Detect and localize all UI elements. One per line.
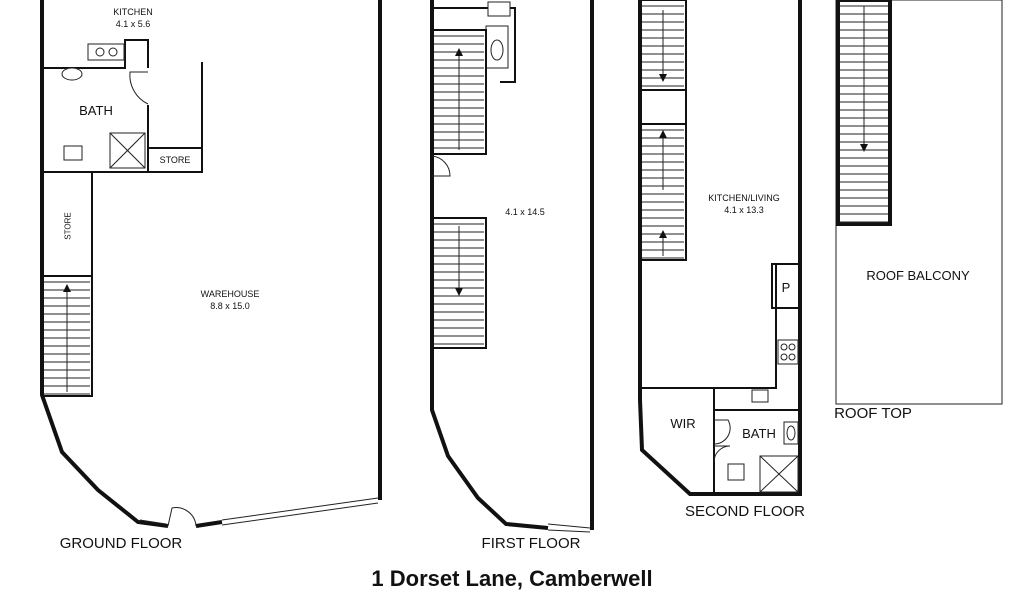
kitchen-label: KITCHEN 4.1 x 5.6 [113,6,153,30]
roof-balcony-outline [835,0,1003,405]
kitchen-size: 4.1 x 5.6 [115,19,151,29]
ground-floor-front-window [221,497,379,521]
second-floor-plan [638,0,802,496]
first-floor-plan [430,0,594,533]
bath-door-2 [713,445,731,463]
bath-label: BATH [79,103,113,118]
first-floor-stairs-down [431,217,487,349]
wir-door [713,419,731,445]
kitchen-living-name: KITCHEN/LIVING [708,193,780,203]
ground-floor-title: GROUND FLOOR [59,535,183,552]
first-floor-door [431,155,451,177]
second-bath-label: BATH [742,426,776,441]
first-floor-title: FIRST FLOOR [481,535,581,552]
first-floor-front-window [547,523,591,529]
roof-top-plan [835,0,1003,405]
kitchen-wall [42,39,149,69]
kitchen-bench [642,263,800,389]
ground-floor-side-window [139,519,167,525]
bath-toilet [61,67,83,81]
roof-stairs [836,0,892,226]
warehouse-size: 8.8 x 15.0 [210,301,250,311]
property-address: 1 Dorset Lane, Camberwell [371,566,653,591]
bath-vanity [63,145,83,161]
second-floor-title: SECOND FLOOR [684,503,806,520]
wir-label: WIR [670,416,696,431]
ground-floor-outer-wall [40,0,169,528]
small-store-wall [148,147,203,173]
first-floor-bath-wall [432,7,516,83]
ground-floor-plan [40,0,382,528]
pantry-label: P [781,280,791,295]
cooktop [777,339,799,365]
warehouse-label: WAREHOUSE 8.8 x 15.0 [201,288,260,312]
kitchen-living-label: KITCHEN/LIVING 4.1 x 13.3 [708,192,780,216]
warehouse-name: WAREHOUSE [200,289,260,299]
kitchen-sink [87,43,125,61]
second-floor-stairs [639,0,687,261]
first-floor-stairs-up [431,29,487,155]
kitchen-sink-2 [751,389,769,403]
first-floor-room-size: 4.1 x 14.5 [505,207,545,217]
bath-door [129,71,149,105]
small-store-label: STORE [159,155,191,165]
kitchen-living-size: 4.1 x 13.3 [724,205,764,215]
ground-floor-front-window-inner [221,502,379,526]
roof-top-title: ROOF TOP [834,405,912,422]
ground-floor-stairs [41,275,93,397]
second-floor-basin [783,421,799,445]
pantry [771,263,801,309]
ground-floor-outer-wall-front [195,520,223,528]
second-floor-outer-wall [638,0,802,496]
first-floor-tub [485,25,509,69]
second-floor-toilet [727,463,745,481]
roof-balcony-label: ROOF BALCONY [866,268,970,283]
bath-wall [41,68,149,173]
floor-plan-canvas [40,0,1003,533]
kitchen-name: KITCHEN [113,7,153,17]
side-store-label: STORE [63,212,73,240]
ground-floor-entry-door [167,507,197,527]
first-floor-basin [487,1,511,17]
